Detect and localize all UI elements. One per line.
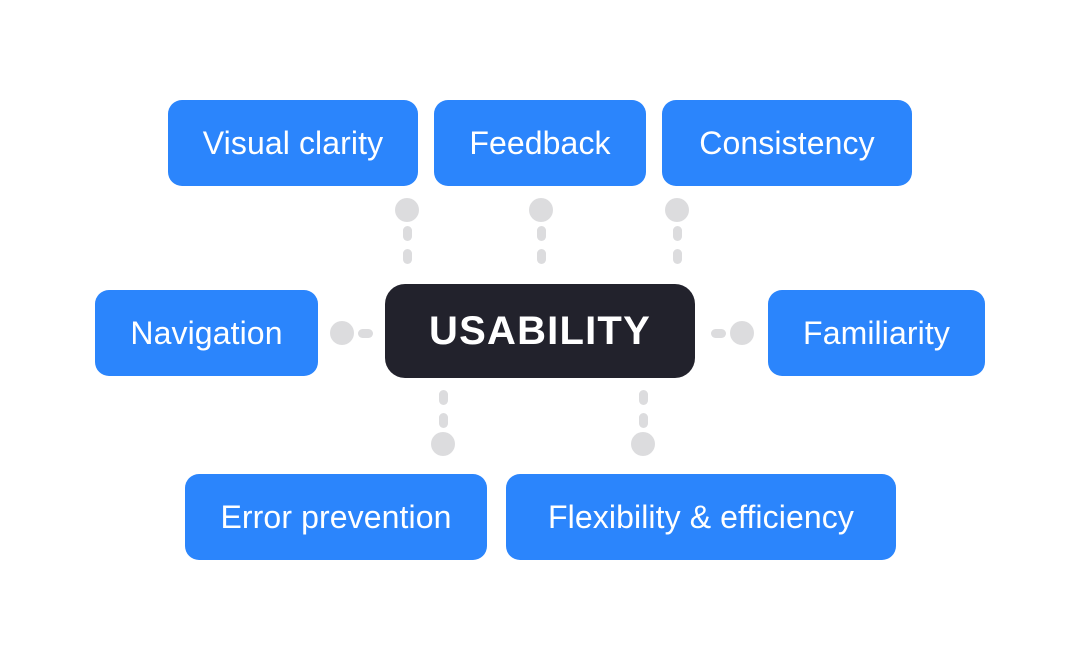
connector-dash [358,328,373,338]
connector-endpoint-dot [330,321,354,345]
connector-navigation [330,321,377,345]
node-flexibility-efficiency[interactable]: Flexibility & efficiency [506,474,896,560]
connector-dash [672,249,682,264]
connector-endpoint-dot [631,432,655,456]
node-error-prevention[interactable]: Error prevention [185,474,487,560]
connector-flexibility [631,386,655,456]
connector-dash [672,226,682,241]
connector-dash [438,413,448,428]
connector-dash [711,328,726,338]
connector-dash [638,390,648,405]
connector-endpoint-dot [529,198,553,222]
node-navigation[interactable]: Navigation [95,290,318,376]
connector-endpoint-dot [730,321,754,345]
node-familiarity[interactable]: Familiarity [768,290,985,376]
connector-feedback [529,198,553,268]
connector-dash [402,226,412,241]
connector-familiarity [707,321,754,345]
connector-endpoint-dot [431,432,455,456]
connector-dash [536,249,546,264]
connector-consistency [665,198,689,268]
node-center-usability[interactable]: USABILITY [385,284,695,378]
connector-visual-clarity [395,198,419,268]
node-feedback[interactable]: Feedback [434,100,646,186]
connector-dash [438,390,448,405]
node-consistency[interactable]: Consistency [662,100,912,186]
connector-error-prevention [431,386,455,456]
node-visual-clarity[interactable]: Visual clarity [168,100,418,186]
connector-endpoint-dot [395,198,419,222]
connector-dash [536,226,546,241]
connector-endpoint-dot [665,198,689,222]
connector-dash [402,249,412,264]
connector-dash [638,413,648,428]
